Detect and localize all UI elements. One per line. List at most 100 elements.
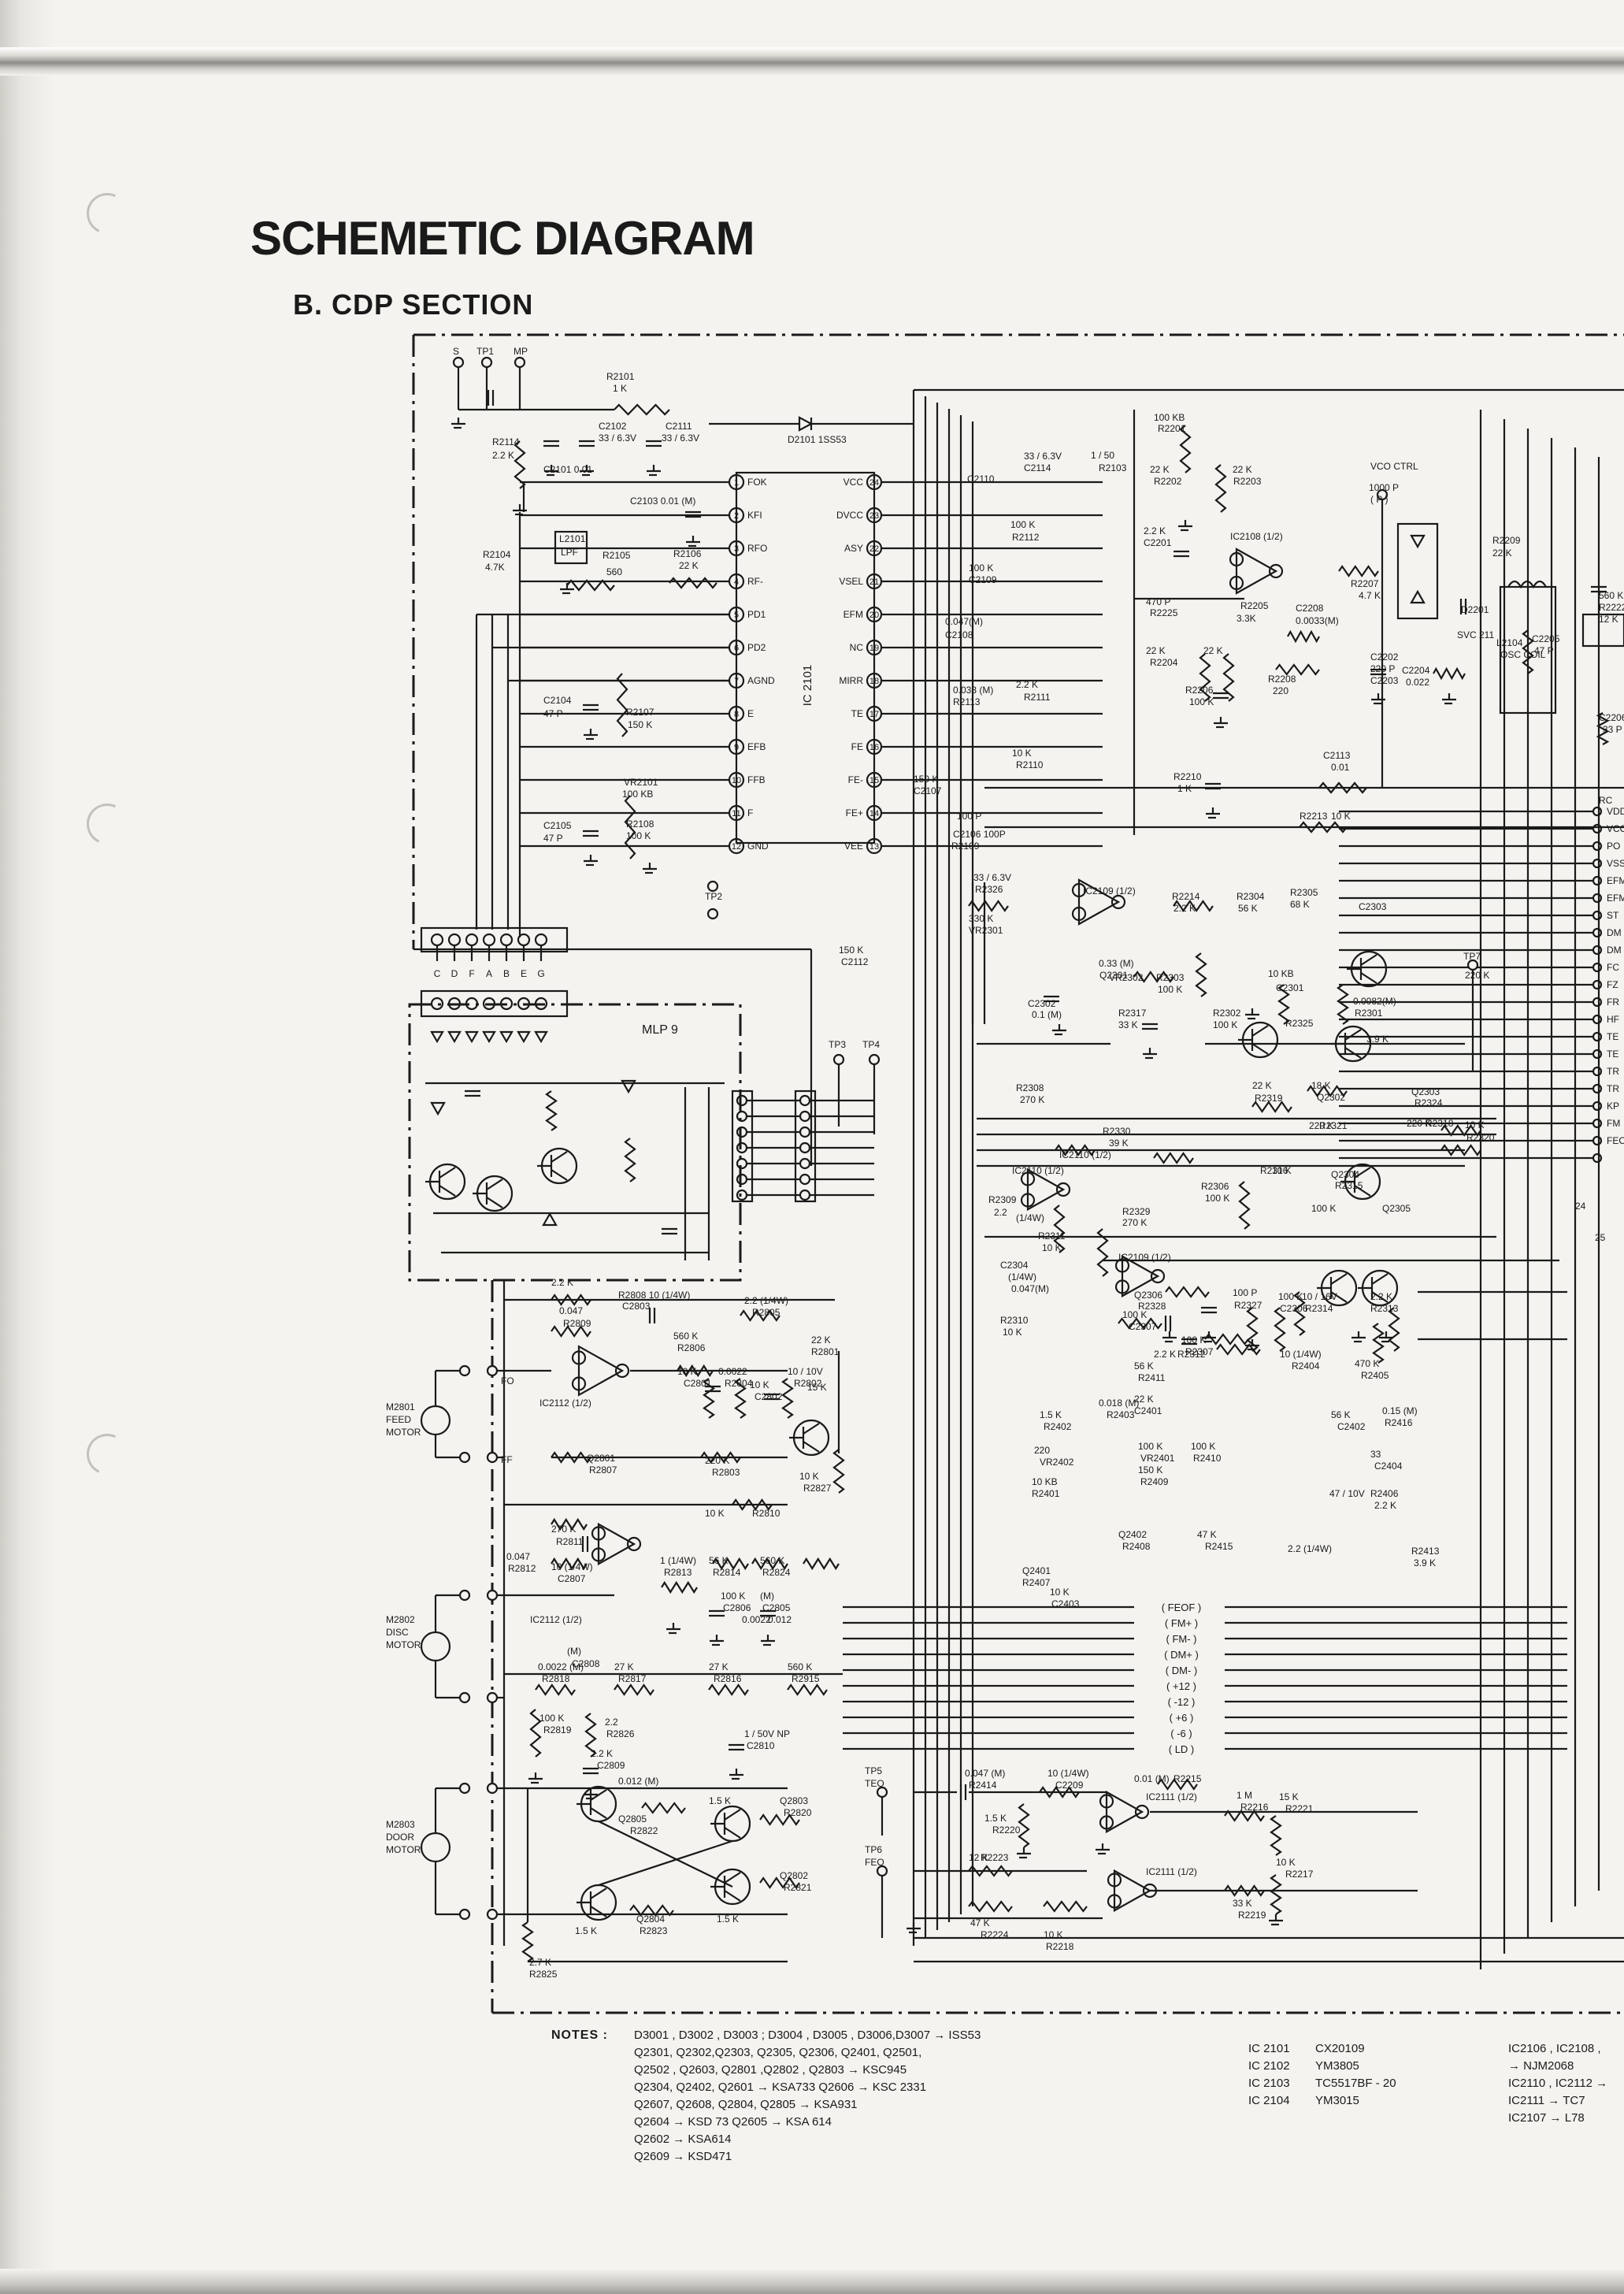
component-label: R2411 [1138,1372,1166,1383]
ic-pin [728,705,745,722]
component-label: R2215 [1174,1773,1202,1784]
op-amp-label: IC2108 (1/2) [1230,531,1283,542]
resistor [545,1090,558,1131]
note-line: Q2604 → KSD 73 Q2605 → KSA 614 [634,2115,832,2129]
ic-pin-number: 16 [869,743,879,752]
ic-pin-name: FE- [848,774,863,785]
component-label: R2207 [1351,578,1379,589]
component-label: 33 / 6.3V [662,432,699,444]
component-label: 270 K [1122,1217,1147,1228]
component-label: 1 M [1237,1790,1252,1801]
component-label: 47 K [970,1917,990,1928]
op-amp-pin [1229,551,1244,567]
resistor [1440,1144,1481,1156]
component-label: 47 P [543,833,563,844]
ic-pin-name: PD2 [747,642,766,653]
component-label: 10 K [1465,1119,1485,1130]
note-line: Q2301, Q2302,Q2303, Q2305, Q2306, Q2401,… [634,2046,922,2059]
transistor [724,1872,741,1884]
component-label: 22 K [1203,645,1223,656]
component-label: C2208 [1296,603,1324,614]
component-label: R2205 [1240,600,1269,611]
component-label: R2114 [492,436,520,447]
ic-pin [728,606,745,623]
resistor [551,1557,588,1571]
test-point-label: TP4 [862,1039,880,1050]
component-label: 56 K [1331,1409,1351,1420]
ic-pin-name: DVCC [836,510,863,521]
component-label: 100 K [721,1591,745,1602]
component-label: R2311 [1038,1231,1066,1242]
op-amp-label: IC2110 (1/2) [1012,1165,1064,1176]
component-label: C2112 [841,956,869,967]
test-point-label: MP [514,346,528,357]
edge-pin [1592,910,1603,921]
op-amp-label: IC2109 (1/2) [1118,1252,1171,1263]
edge-pin [1592,823,1603,834]
ic-pin [866,473,883,491]
edge-pin-label: 24 [1575,1201,1586,1212]
component-label: 56 K [1238,903,1258,914]
resistor [1275,663,1320,676]
component-label: 100 K [969,562,993,574]
motor [420,1405,451,1436]
component-label: R2404 [1292,1360,1320,1372]
component-label: R2817 [618,1673,647,1684]
component-label: 0.0082(M) [1353,996,1396,1007]
component-label: C2809 [597,1760,625,1771]
component-label: 10 (1/4W) [1047,1768,1089,1779]
resistor [551,1517,588,1531]
ic-pin [728,573,745,590]
transistor [1354,1167,1371,1179]
test-point [514,356,526,369]
ic-list-row: → NJM2068 [1508,2059,1574,2073]
motor-terminal-label: FF [501,1454,513,1465]
resistor [521,1921,534,1962]
component-label: 1000 P [1369,482,1399,493]
component-label: R2416 [1385,1417,1413,1428]
ic-pin [866,507,883,524]
component-label: 220 [1273,685,1288,696]
component-label: 270 K [1020,1094,1044,1105]
component-label: R2819 [543,1724,572,1735]
bus-signal-label: ( +12 ) [1166,1680,1196,1692]
ribbon-connector [731,1089,754,1203]
component-label: R2802 [794,1378,822,1389]
op-amp [1121,1254,1160,1298]
ic-pin [728,639,745,656]
edge-pin [1592,1083,1603,1094]
op-amp-pin [1150,1268,1166,1284]
component-label: 100 K [1138,1441,1162,1452]
component-label: R2405 [1361,1370,1389,1381]
test-point [486,1451,499,1464]
component-label: R2202 [1154,476,1182,487]
resistor [624,795,636,859]
connector-pin [482,933,496,947]
component-label: 100 K [1189,696,1214,707]
component-label: 15 K [807,1382,827,1393]
transistor [1360,972,1377,984]
component-label: C2111 [666,421,692,432]
component-label: C2110 [967,473,995,484]
component-label: C2806 [723,1602,751,1613]
ic-pin-number: 2 [734,511,739,521]
component-label: R2313 [1370,1303,1399,1314]
component-label: 10 K [1272,1165,1292,1176]
resistor [614,1683,654,1696]
test-point [832,1053,845,1066]
component-label: R2219 [1238,1910,1266,1921]
diode [499,1030,514,1044]
component-label: 22 K [1252,1080,1272,1091]
diode [482,1030,496,1044]
edge-pin-label: TR [1607,1066,1619,1077]
op-amp-pin [1110,894,1126,910]
resistor [614,403,670,416]
resistor [700,1451,741,1464]
component-label: R2809 [563,1318,591,1329]
component-label: 27 K [614,1661,634,1672]
transistor [1251,1025,1269,1037]
ic-pin-name: KFI [747,510,762,521]
component-label: R2407 [1022,1577,1051,1588]
component-label: 470 K [1355,1358,1379,1369]
motor-label: M2802 [386,1614,415,1625]
